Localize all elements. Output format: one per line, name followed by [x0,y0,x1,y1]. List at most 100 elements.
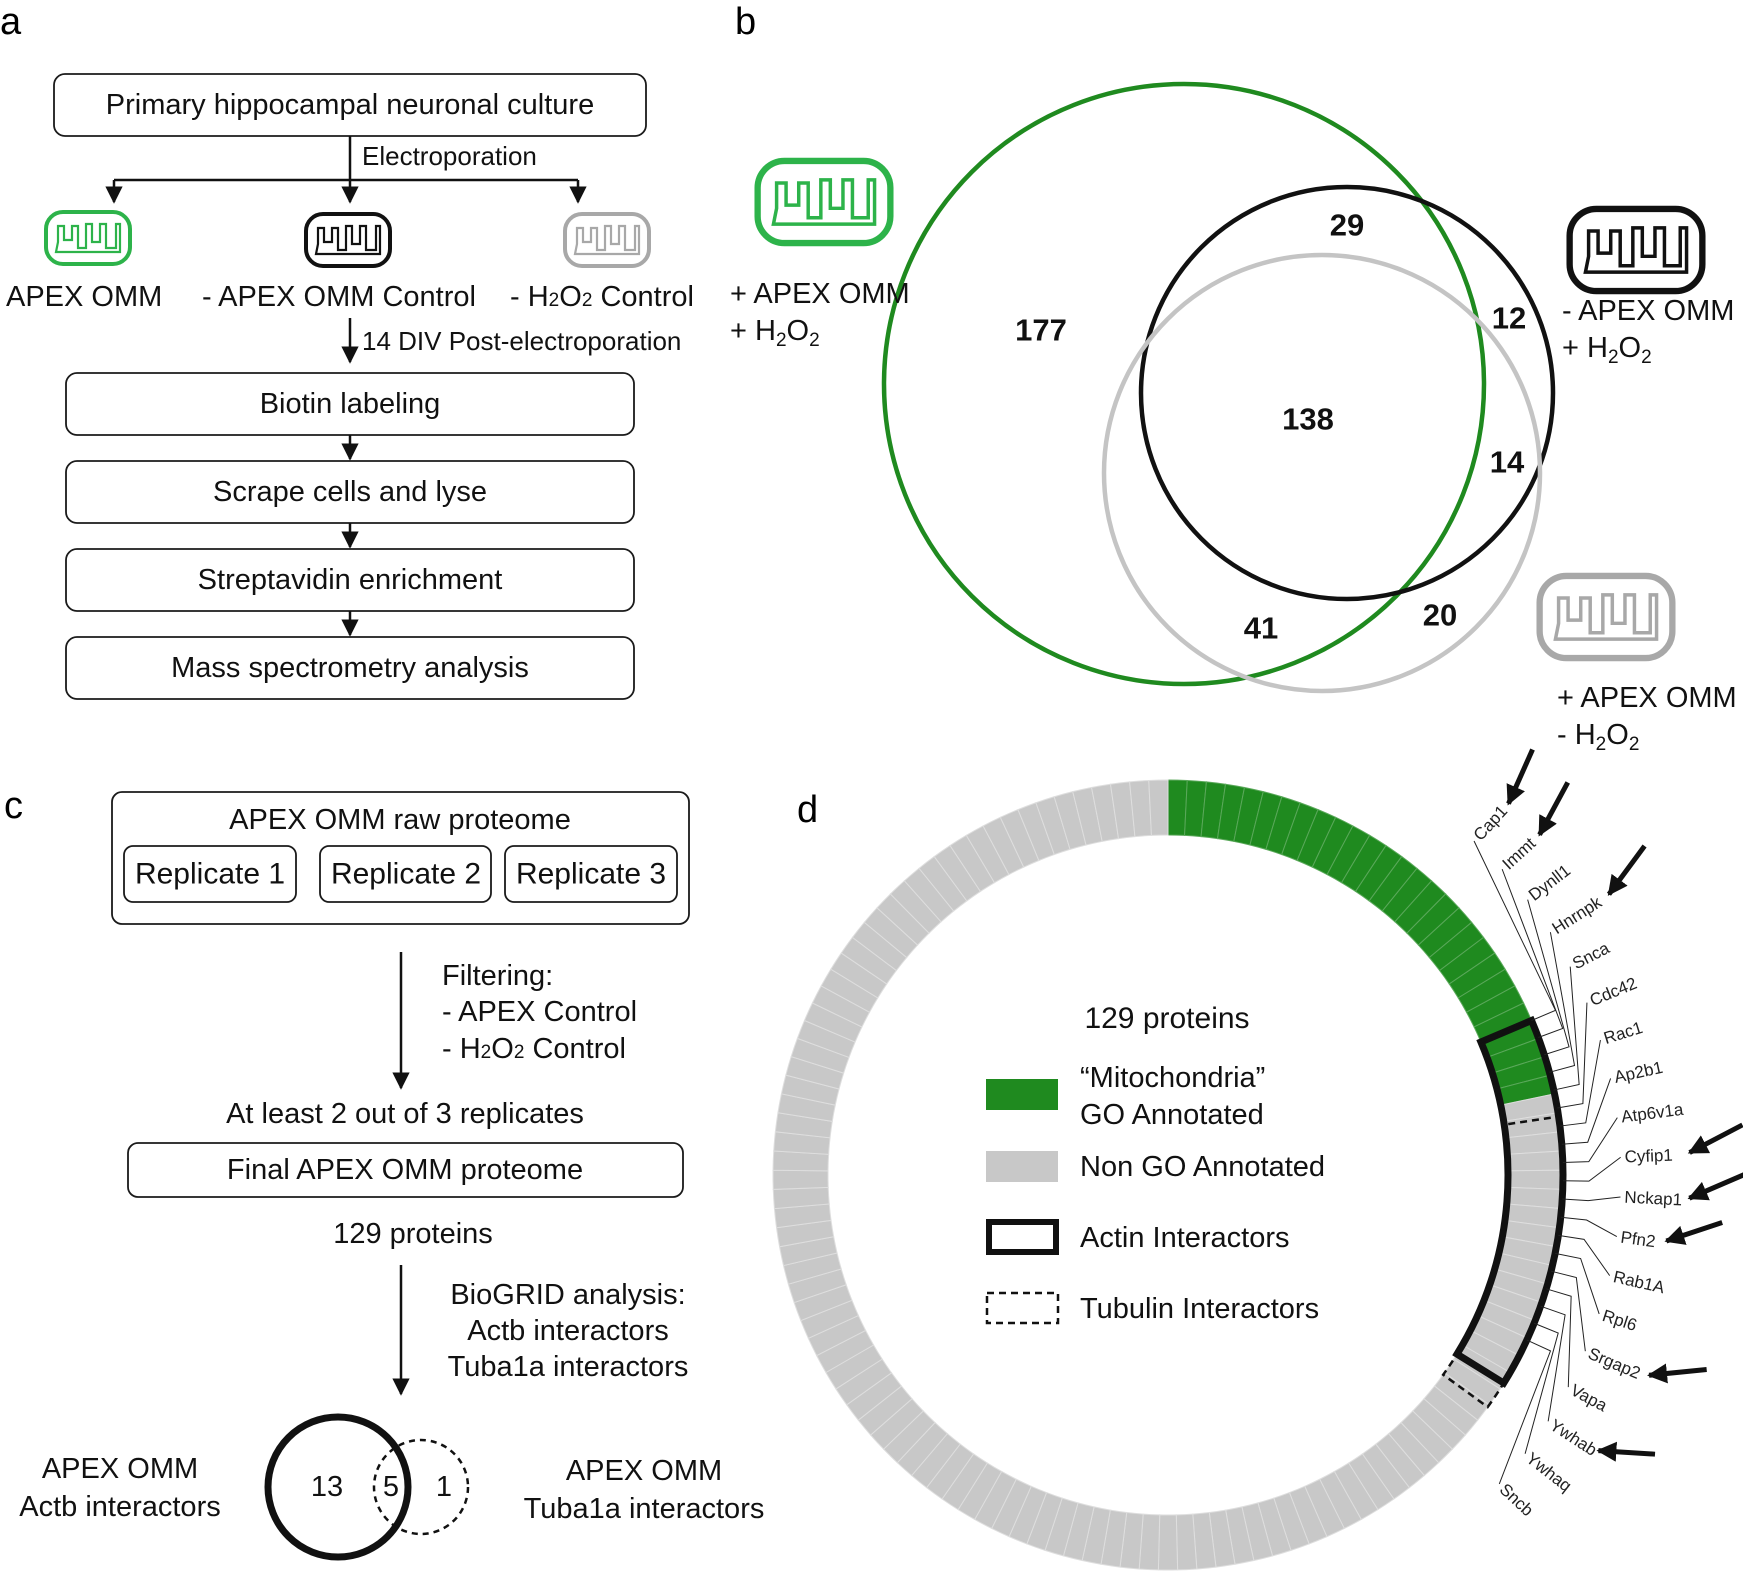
gene-label: Hnrnpk [1549,892,1606,938]
filter-label-3: - H2O2 Control [442,1033,626,1065]
legend-swatch-actin [986,1219,1059,1255]
legend-swatch-mito [986,1079,1058,1110]
panel-label-a: a [0,1,22,43]
venn-c-right-line1: APEX OMM [566,1455,722,1487]
replicate-box-2 [319,845,492,903]
venn-c-right-line2: Tuba1a interactors [524,1493,765,1525]
panel-c-pipeline: APEX OMM raw proteome Replicate 1 Replic… [19,791,765,1561]
gene-leader-line [1527,899,1570,1056]
gene-label: Vapa [1567,1381,1610,1416]
venn-c-actb-only: 13 [311,1471,343,1503]
ring-segments [772,779,1564,1571]
gene-label: Rpl6 [1600,1306,1639,1335]
replicate-label-1: Replicate 1 [135,858,285,891]
gene-label: Cdc42 [1587,974,1640,1010]
biogrid-label-1: BioGRID analysis: [450,1279,685,1311]
replicate-box-1 [123,845,297,903]
tubulin-interactors-outline-lower [1441,1350,1507,1409]
legend-mito-line1: “Mitochondria” [1080,1062,1265,1094]
step-label-1: Biotin labeling [260,388,441,420]
gene-highlight-arrow [1506,748,1535,806]
condition-apex-omm: APEX OMM [6,281,162,313]
condition-no-apex-control: - APEX OMM Control [202,281,476,313]
legend-b-no-h2o2-line1: + APEX OMM [1557,682,1737,714]
final-proteome-box [127,1142,684,1198]
criteria-label: At least 2 out of 3 replicates [226,1098,584,1130]
gene-label: Sncb [1496,1480,1537,1520]
mito-icon-apex [44,210,132,266]
venn-c-tuba-only: 1 [436,1471,452,1503]
venn-c-left-line1: APEX OMM [42,1453,198,1485]
raw-proteome-title: APEX OMM raw proteome [229,804,571,836]
gene-leader-line [1557,1002,1588,1109]
ring-segment [1507,1169,1564,1190]
ring-segment [1506,1150,1564,1172]
panel-d-ring: Cap1ImmtDynll1HnrnpkSncaCdc42Rac1Ap2b1At… [772,748,1743,1571]
gene-label: Dynll1 [1525,861,1574,905]
gene-highlight-arrow [1687,1122,1743,1155]
mito-icon-no-h2o2 [563,212,651,268]
gene-leader-line [1549,932,1576,1073]
gene-highlight-arrow [1596,1441,1656,1462]
gene-label: Pfn2 [1619,1228,1656,1252]
legend-non-go: Non GO Annotated [1080,1151,1325,1183]
ring-segment [1167,779,1188,836]
gene-highlight-arrow [1647,1363,1707,1384]
panel-a-flowchart: Primary hippocampal neuronal culture Ele… [6,73,694,700]
legend-swatch-non-go [986,1151,1058,1182]
gene-label: Ywhab [1546,1416,1600,1460]
region-apex-only: 177 [1015,313,1067,348]
legend-swatch-tubulin [985,1291,1060,1325]
gene-highlight-arrow [1664,1220,1723,1245]
condition-no-h2o2-control: - H2O2 Control [510,281,694,313]
step-label-2: Scrape cells and lyse [213,476,487,508]
venn-c-left-line2: Actb interactors [19,1491,220,1523]
venn-c-tuba1a [372,1438,470,1536]
gene-arrows [1506,748,1743,1462]
panel-label-c: c [4,785,23,827]
step-label-3: Streptavidin enrichment [198,564,503,596]
legend-mito-line2: GO Annotated [1080,1099,1264,1131]
venn-circle-apex [881,81,1487,687]
electroporation-label: Electroporation [362,141,537,171]
gene-label: Immt [1499,834,1540,874]
protein-count-label: 129 proteins [333,1218,493,1250]
region-no-apex-only: 29 [1330,208,1364,243]
filter-label-2: - APEX Control [442,996,637,1028]
culture-box-label: Primary hippocampal neuronal culture [106,89,594,121]
ring-segment [1148,779,1169,836]
gene-highlight-arrow [1687,1172,1743,1201]
gene-highlight-arrow [1537,781,1570,837]
mito-icon-b-no-h2o2 [1540,576,1673,658]
replicate-label-2: Replicate 2 [331,858,481,891]
gene-leader-line [1550,1270,1586,1352]
legend-b-apex-line1: + APEX OMM [730,278,910,310]
gene-label: Cyfip1 [1624,1146,1673,1167]
venn-c-both: 5 [383,1471,399,1503]
mito-icon-b-no-apex [1570,209,1703,291]
gene-leader-line [1562,1196,1621,1202]
tubulin-interactors-outline-upper [1479,1018,1561,1127]
gene-label: Ap2b1 [1612,1058,1664,1087]
actin-interactors-outline [1452,1015,1567,1388]
legend-b-no-h2o2-line2: - H2O2 [1557,719,1639,755]
gene-leader-line [1558,1234,1611,1276]
gene-leader-line [1562,1156,1621,1182]
mito-icon-no-apex [304,212,392,268]
region-apex-no-apex: 12 [1492,301,1526,336]
step-label-4: Mass spectrometry analysis [171,652,529,684]
legend-actin: Actin Interactors [1080,1222,1290,1254]
venn-circle-no-apex [1138,184,1556,602]
panel-label-d: d [797,789,818,831]
region-apex-no-h2o2: 41 [1244,611,1278,646]
ring-segment [1157,1514,1179,1571]
ring-segment [772,1169,829,1190]
venn-c-actb [264,1413,412,1561]
replicate-box-3 [504,845,678,903]
venn-circle-no-h2o2 [1101,252,1543,694]
region-no-h2o2-only: 20 [1423,598,1457,633]
biogrid-label-3: Tuba1a interactors [448,1351,689,1383]
div-label: 14 DIV Post-electroporation [362,326,681,356]
gene-label: Srgap2 [1585,1344,1643,1383]
